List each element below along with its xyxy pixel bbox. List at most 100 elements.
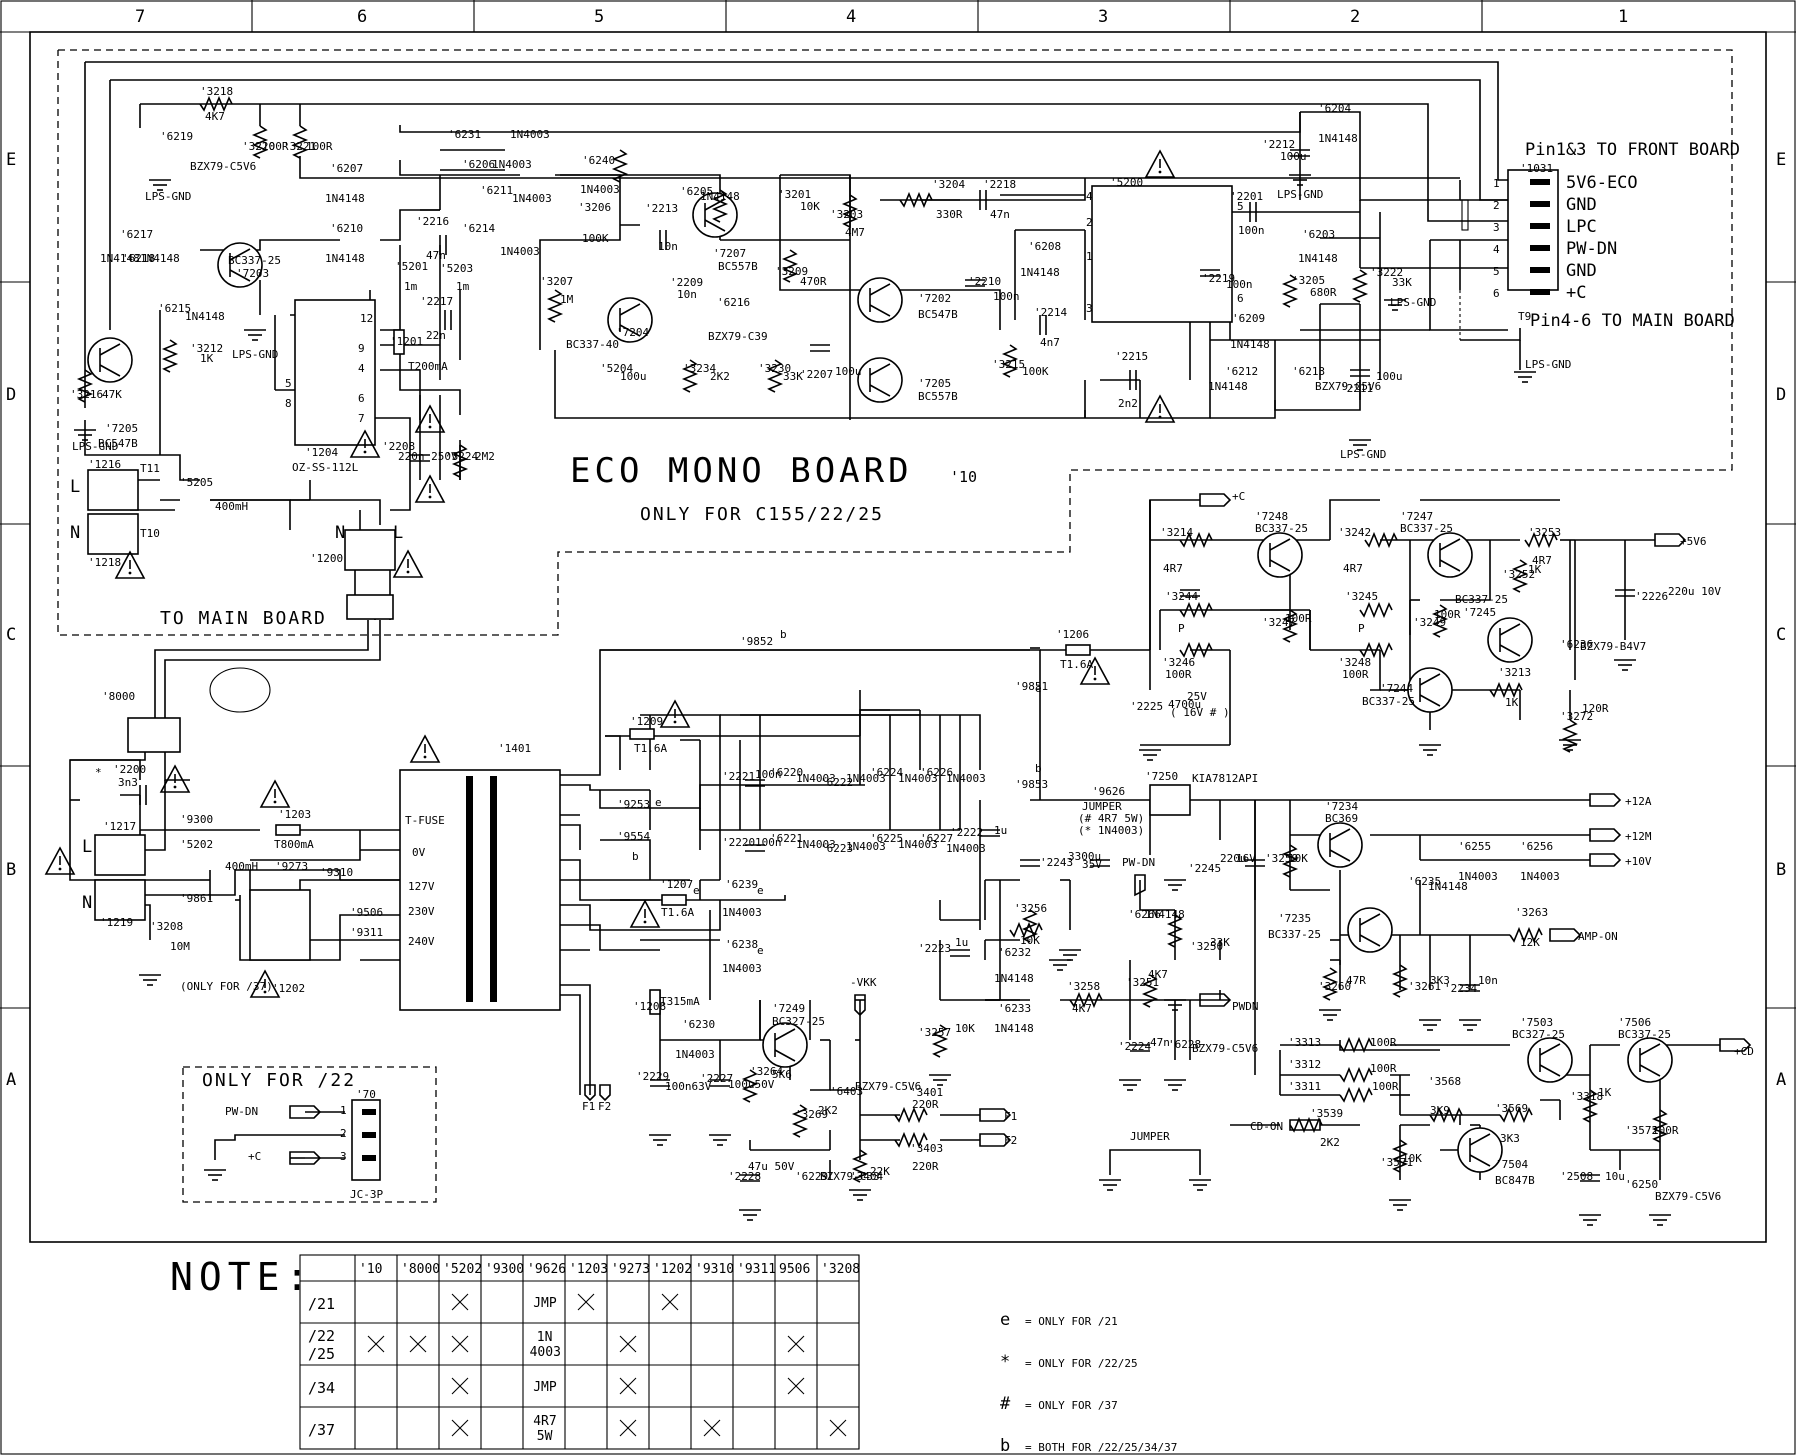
resistor-symbol: [1359, 601, 1393, 619]
component-label: 330R: [936, 208, 963, 221]
resistor-symbol: [76, 369, 94, 403]
component-label: (ONLY FOR /37): [180, 980, 273, 993]
resistor-symbol: [1509, 926, 1543, 944]
component-label: '2214: [1034, 306, 1067, 319]
component-label: '6250: [1625, 1178, 1658, 1191]
component-label: LPS-GND: [232, 348, 278, 361]
transistor-symbol: [607, 297, 653, 343]
component-label: 6: [358, 392, 365, 405]
connector-pin-name: GND: [1566, 195, 1597, 215]
component-label: '3209: [775, 265, 808, 278]
component-label: '2210: [968, 275, 1001, 288]
component-label: '6403: [830, 1085, 863, 1098]
component-label: BC327-25: [772, 1015, 825, 1028]
component-label: 33K: [783, 370, 803, 383]
note-cell: X: [586, 1294, 592, 1305]
only-for-22-box: [182, 1066, 437, 1203]
component-label: +10V: [1625, 855, 1652, 868]
component-label: T-FUSE: [405, 814, 445, 827]
component-label: '3215: [992, 358, 1025, 371]
component-label: 12K: [1520, 936, 1540, 949]
component-label: 10K: [1288, 852, 1308, 865]
component-label: '7204: [616, 326, 649, 339]
transistor-symbol: [1407, 667, 1453, 713]
component-label: b: [632, 850, 639, 863]
note-cell: JMP: [533, 1296, 557, 1311]
component-label: 3300u: [1068, 850, 1101, 863]
component-label: +C: [248, 1150, 261, 1163]
component-label: BC337-40: [566, 338, 619, 351]
main-board-label: Pin4-6 TO MAIN BOARD: [1530, 311, 1735, 331]
component-label: '2218: [983, 178, 1016, 191]
component-label: 100R: [262, 140, 289, 153]
component-label: CD-ON: [1250, 1120, 1283, 1133]
transistor-symbol: [87, 337, 133, 383]
resistor-symbol: [931, 1024, 949, 1058]
resistor-symbol: [1364, 531, 1398, 549]
component-label: 1N4003: [846, 840, 886, 853]
component-label: '6224: [870, 766, 903, 779]
component-label: '1216: [88, 458, 121, 471]
component-label: '2224: [1118, 1040, 1151, 1053]
resistor-symbol: [766, 359, 784, 393]
component-label: BC327-25: [1512, 1028, 1565, 1041]
row-label: B: [6, 860, 16, 880]
component-label: '2213: [645, 202, 678, 215]
component-label: 4: [358, 362, 365, 375]
component-label: '3569: [1495, 1102, 1528, 1115]
note-cell: 1N: [537, 1330, 553, 1345]
connector-pin-number: 5: [1493, 265, 1500, 278]
component-label: 2: [1086, 216, 1093, 229]
resistor-symbol: [1321, 967, 1339, 1001]
component-label: 100R: [306, 140, 333, 153]
component-label: T1.6A: [1060, 658, 1093, 671]
component-label: LPS-GND: [72, 440, 118, 453]
component-label: 100R: [1370, 1062, 1397, 1075]
note-column-header: '3208: [821, 1262, 860, 1277]
component-label: 100n: [993, 290, 1020, 303]
component-label: 9: [358, 342, 365, 355]
component-label: 1K: [1505, 696, 1519, 709]
component-label: '1206: [1056, 628, 1089, 641]
component-label: '3212: [190, 342, 223, 355]
component-label: 4R7: [1532, 554, 1552, 567]
board-title: ECO MONO BOARD: [570, 451, 913, 491]
component-label: '6222: [820, 776, 853, 789]
resistor-symbol: [1179, 641, 1213, 659]
component-label: '6233: [998, 1002, 1031, 1015]
warning-icon: [349, 429, 381, 458]
component-label: 16V: [1236, 852, 1256, 865]
legend-symbol: #: [1000, 1394, 1011, 1414]
component-label: '3568: [1428, 1075, 1461, 1088]
component-label: 100n: [1226, 278, 1253, 291]
connector-pin-name: PW-DN: [1566, 239, 1617, 259]
component-label: '6229: [795, 1170, 828, 1183]
component-label: '3272: [1560, 710, 1593, 723]
transistor-symbol: [1527, 1037, 1573, 1083]
component-label: '7249: [772, 1002, 805, 1015]
note-column-header: '10: [359, 1262, 382, 1277]
front-board-label: Pin1&3 TO FRONT BOARD: [1525, 140, 1740, 160]
component-label: '6212: [1225, 365, 1258, 378]
component-label: 1u: [994, 824, 1007, 837]
component-label: '7247: [1400, 510, 1433, 523]
component-label: F1: [582, 1100, 595, 1113]
component-label: 10n: [658, 240, 678, 253]
component-label: 1N4003: [946, 842, 986, 855]
component-label: b: [780, 628, 787, 641]
resistor-symbol: [1351, 269, 1369, 303]
note-row-header: /22: [308, 1327, 335, 1345]
component-label: '9626: [1092, 785, 1125, 798]
component-label: '7250: [1145, 770, 1178, 783]
component-label: 4700u: [1168, 698, 1201, 711]
component-label: 4n7: [1040, 336, 1060, 349]
row-ticks: [0, 281, 1796, 1009]
component-label: 3: [340, 1150, 347, 1163]
components: [87, 169, 1559, 1181]
component-label: T11: [140, 462, 160, 475]
warning-icon: [659, 699, 691, 728]
column-label: 6: [357, 7, 367, 27]
resistor-symbol: [291, 125, 309, 159]
